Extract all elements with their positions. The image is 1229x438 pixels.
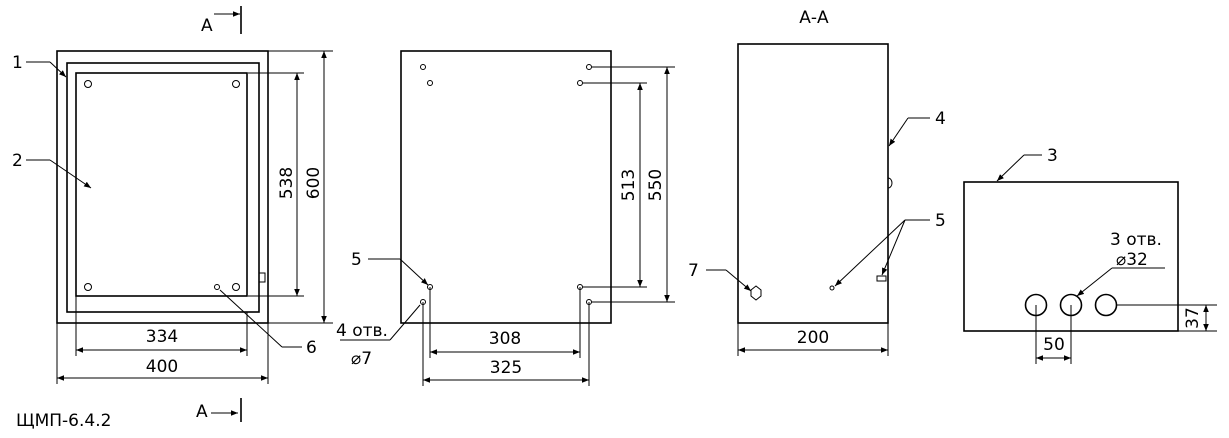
callout-4: 4 <box>935 109 946 129</box>
back-view: 513 550 308 325 5 4 отв. ⌀7 <box>336 50 675 386</box>
dim-back-height-inner: 513 <box>619 169 639 201</box>
dim-bottom-spacing: 50 <box>1043 335 1065 355</box>
section-label-bottom: А <box>196 402 208 422</box>
front-mounting-panel <box>75 72 248 297</box>
callout-1: 1 <box>12 53 23 73</box>
callout-3: 3 <box>1047 146 1058 166</box>
dim-front-width-inner: 334 <box>146 327 178 347</box>
callout-6: 6 <box>306 338 317 358</box>
bottom-view: 3 3 отв. ⌀32 50 37 <box>963 146 1217 364</box>
section-marker-top: А <box>201 6 242 36</box>
section-gland <box>750 285 762 301</box>
dim-front-height-outer: 600 <box>304 167 324 199</box>
section-lock <box>876 275 887 282</box>
section-view: А-А 200 4 5 7 <box>688 8 946 356</box>
dim-bottom-offset: 37 <box>1183 307 1203 329</box>
back-holes-count: 4 отв. <box>336 321 388 341</box>
section-body <box>737 43 889 324</box>
section-marker-bottom: А <box>196 398 242 422</box>
front-lock <box>258 272 266 283</box>
front-outer-frame <box>56 50 269 324</box>
model-code: ЩМП-6.4.2 <box>16 411 112 431</box>
section-handle <box>887 177 893 189</box>
dim-front-width-outer: 400 <box>146 357 178 377</box>
back-panel <box>400 50 612 324</box>
back-holes-dia: ⌀7 <box>351 349 372 369</box>
callout-5-side: 5 <box>935 211 946 231</box>
dim-front-height-inner: 538 <box>277 167 297 199</box>
dim-section-depth: 200 <box>797 328 829 348</box>
callout-5-back: 5 <box>351 250 362 270</box>
bottom-holes-count: 3 отв. <box>1110 230 1162 250</box>
front-door <box>66 62 260 313</box>
section-label-top: А <box>201 16 213 36</box>
callout-2: 2 <box>12 151 23 171</box>
bottom-holes-dia: ⌀32 <box>1116 250 1148 270</box>
callout-7: 7 <box>688 261 699 281</box>
front-view: 538 600 334 400 1 2 6 <box>12 50 333 384</box>
dim-back-height-outer: 550 <box>646 169 666 201</box>
section-title: А-А <box>799 8 829 28</box>
dim-back-width-inner: 308 <box>489 329 521 349</box>
dim-back-width-outer: 325 <box>490 358 522 378</box>
